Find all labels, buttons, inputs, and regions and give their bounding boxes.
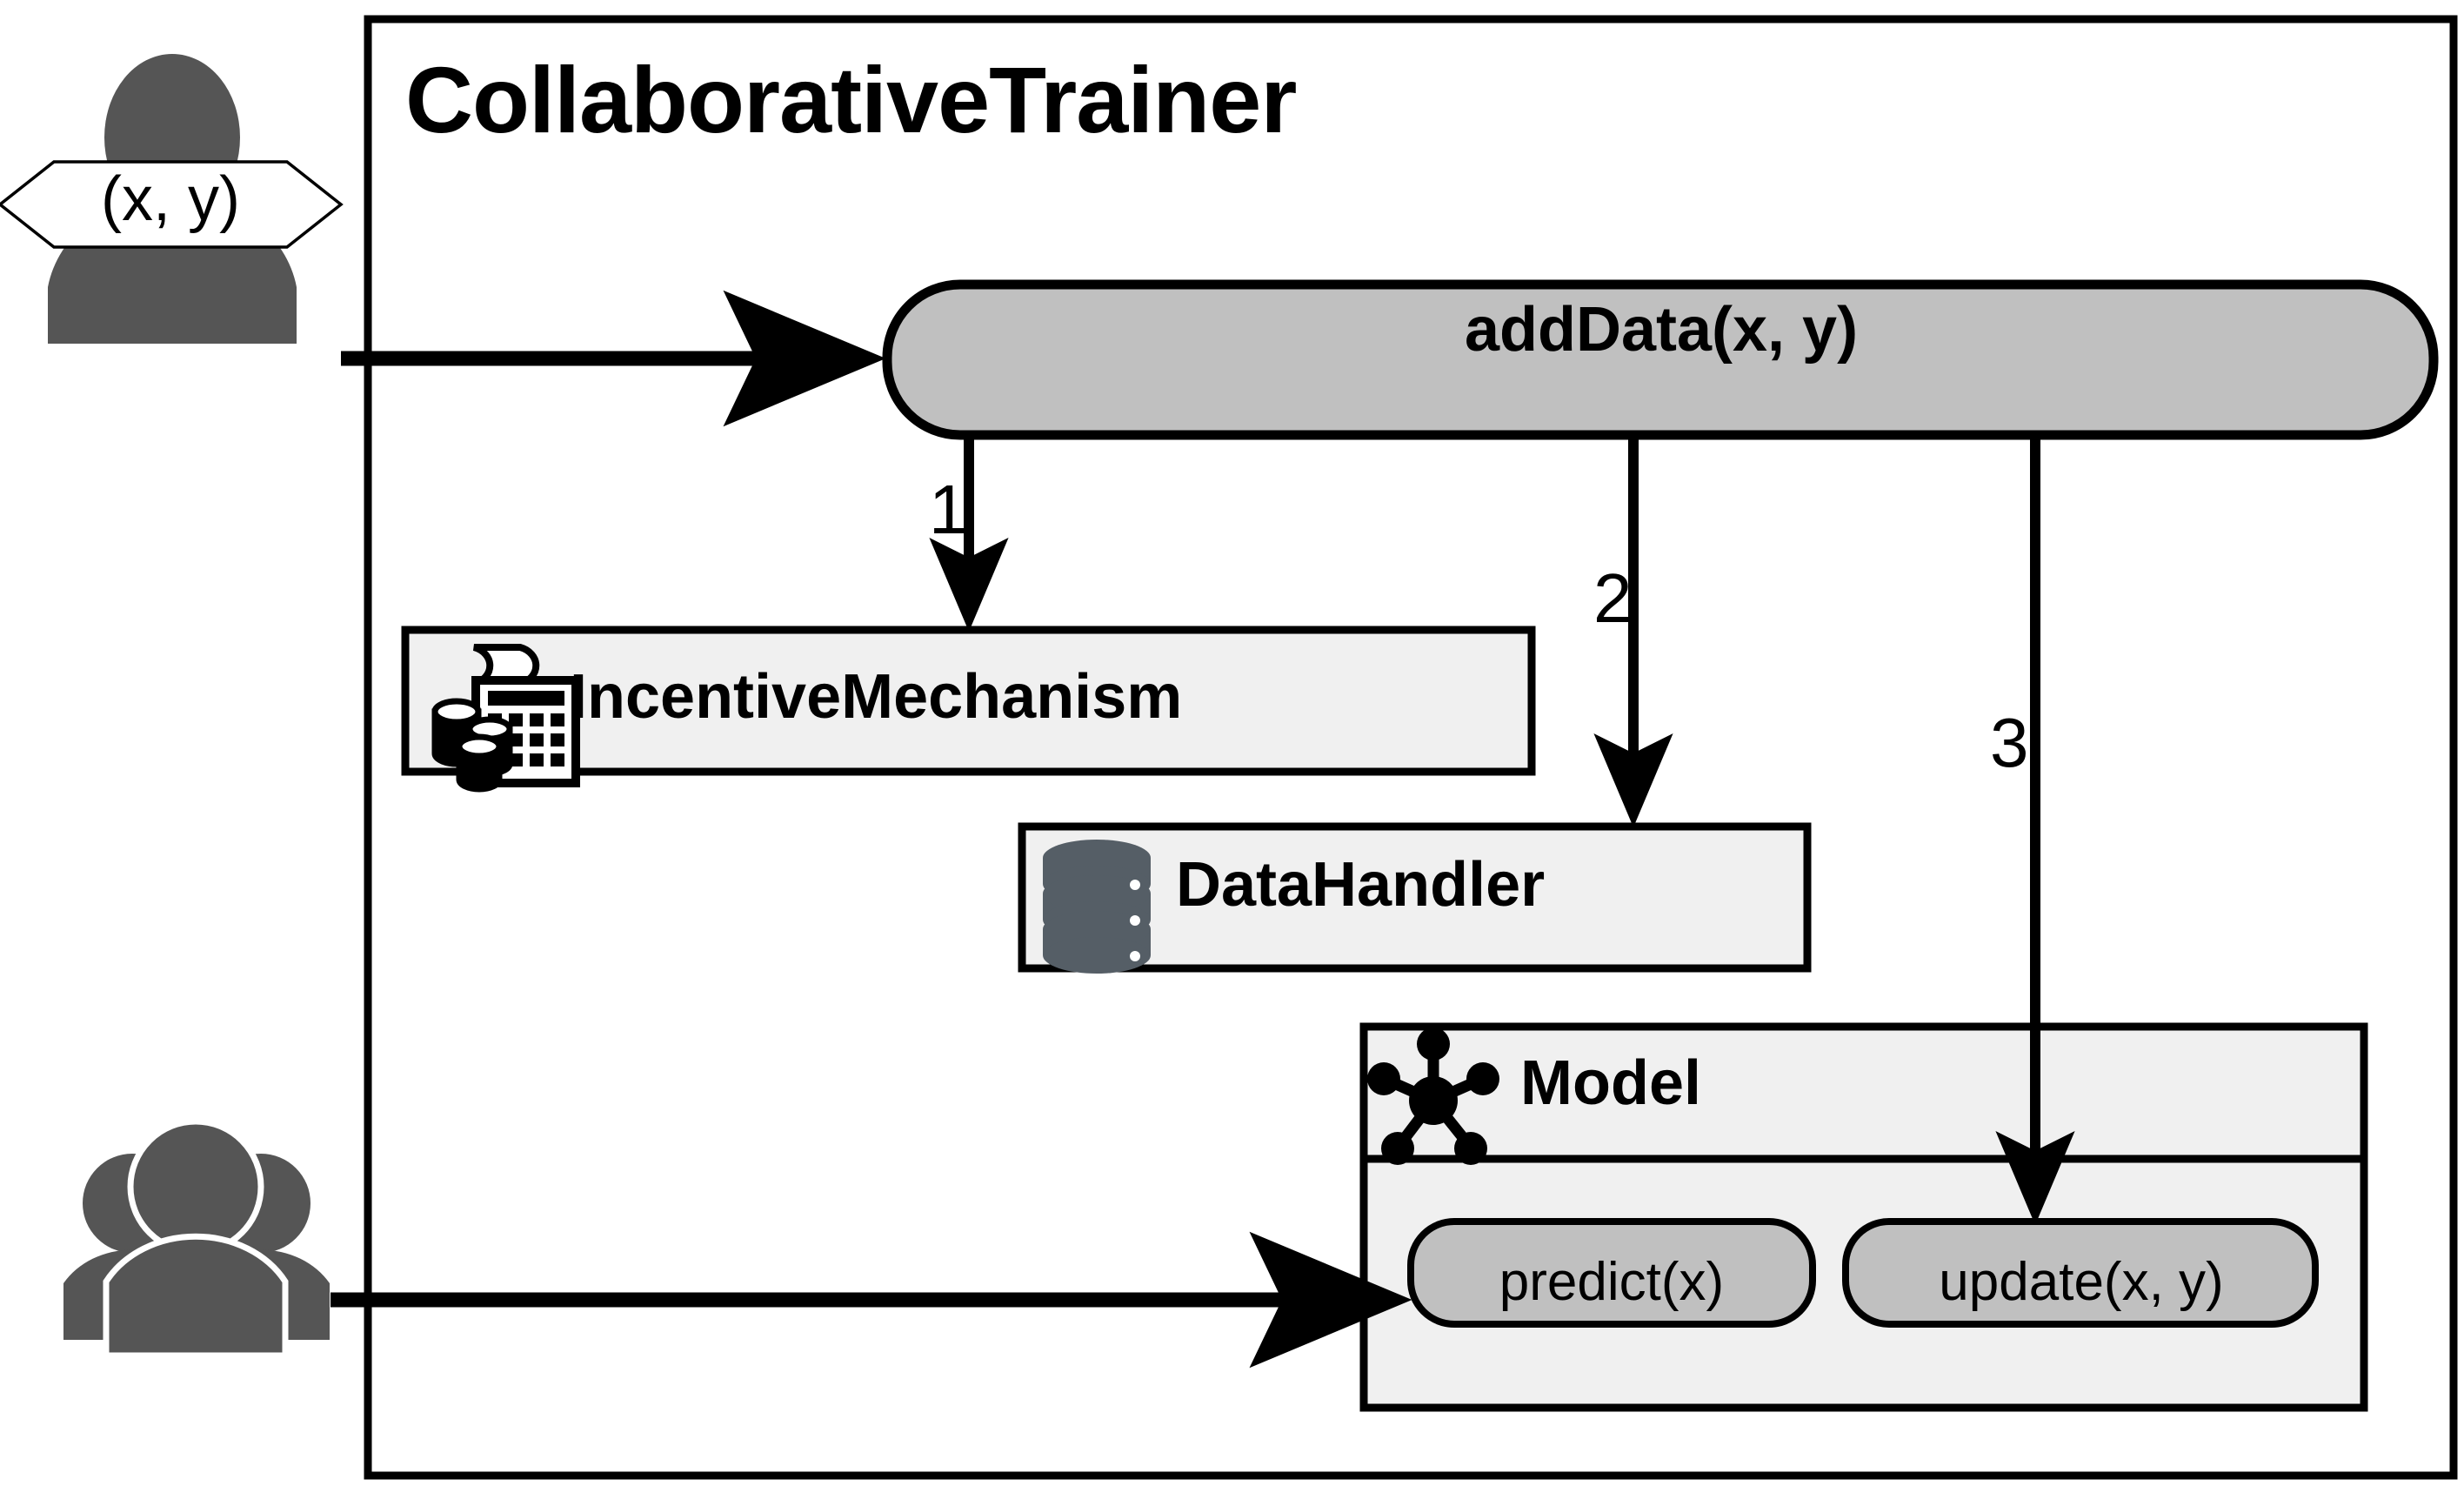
- update-method-pill[interactable]: [1842, 1218, 2319, 1328]
- add-data-label: addData(x, y): [1464, 295, 1859, 365]
- data-handler-label: DataHandler: [1176, 850, 1546, 920]
- data-handler-box[interactable]: [1018, 822, 1812, 973]
- calculator-coins-icon: [431, 644, 580, 793]
- flow-number-3: 3: [1990, 704, 2029, 781]
- model-label: Model: [1520, 1048, 1701, 1118]
- incentive-mechanism-label: IncentiveMechanism: [570, 662, 1183, 732]
- model-box[interactable]: [1359, 1022, 2368, 1412]
- network-hub-icon: [1367, 1027, 1499, 1165]
- page-title: CollaborativeTrainer: [405, 47, 1297, 152]
- people-group-icon: [63, 1118, 330, 1359]
- flow-number-2: 2: [1593, 559, 1633, 637]
- update-method-label: update(x, y): [1939, 1252, 2224, 1312]
- database-icon: [1043, 840, 1151, 974]
- flow-number-1: 1: [929, 471, 968, 548]
- incentive-mechanism-box[interactable]: [401, 626, 1536, 776]
- xy-badge-label: (x, y): [101, 164, 240, 234]
- add-data-pill[interactable]: [882, 279, 2439, 440]
- xy-badge-shape: [0, 160, 344, 249]
- predict-method-label: predict(x): [1499, 1252, 1725, 1312]
